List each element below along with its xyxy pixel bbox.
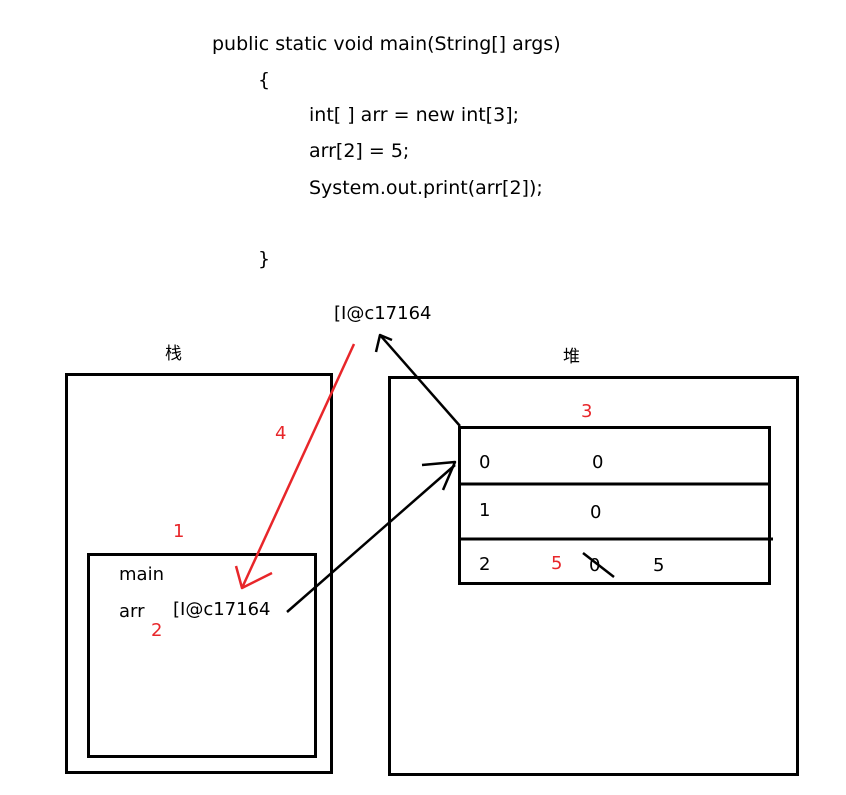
strike-through-mark [582,552,615,578]
variable-name: arr [119,601,145,622]
variable-value: [I@c17164 [173,599,271,620]
array-value: 0 [592,452,604,473]
main-stack-frame [87,553,317,758]
printed-output: [I@c17164 [334,303,432,324]
print-arrowhead [234,565,273,590]
code-open-brace: { [258,69,271,91]
code-array-assignment: arr[2] = 5; [309,140,410,162]
array-index: 1 [479,500,491,521]
array-value: 5 [653,555,665,576]
code-close-brace: } [258,248,271,270]
array-value: 0 [590,502,602,523]
frame-name: main [119,564,164,585]
code-signature: public static void main(String[] args) [212,33,561,55]
address-arrowhead [374,333,393,353]
heap-area [388,376,799,776]
heap-step-label: 3 [581,401,593,422]
print-step-label: 4 [275,423,287,444]
stack-step-label: 1 [173,521,185,542]
print-arrow [240,343,356,589]
variable-step-label: 2 [151,620,163,641]
code-print-statement: System.out.print(arr[2]); [309,177,543,199]
address-arrow [379,334,461,427]
array-index: 2 [479,554,491,575]
assignment-step-label: 5 [551,553,563,574]
array-object [458,426,771,585]
heap-title: 堆 [563,347,580,367]
code-array-declaration: int[ ] arr = new int[3]; [309,104,520,126]
stack-title: 栈 [165,344,182,364]
reference-arrowhead [421,460,457,491]
overwritten-value: 0 [589,555,601,576]
array-index: 0 [479,452,491,473]
reference-arrow [286,464,456,613]
